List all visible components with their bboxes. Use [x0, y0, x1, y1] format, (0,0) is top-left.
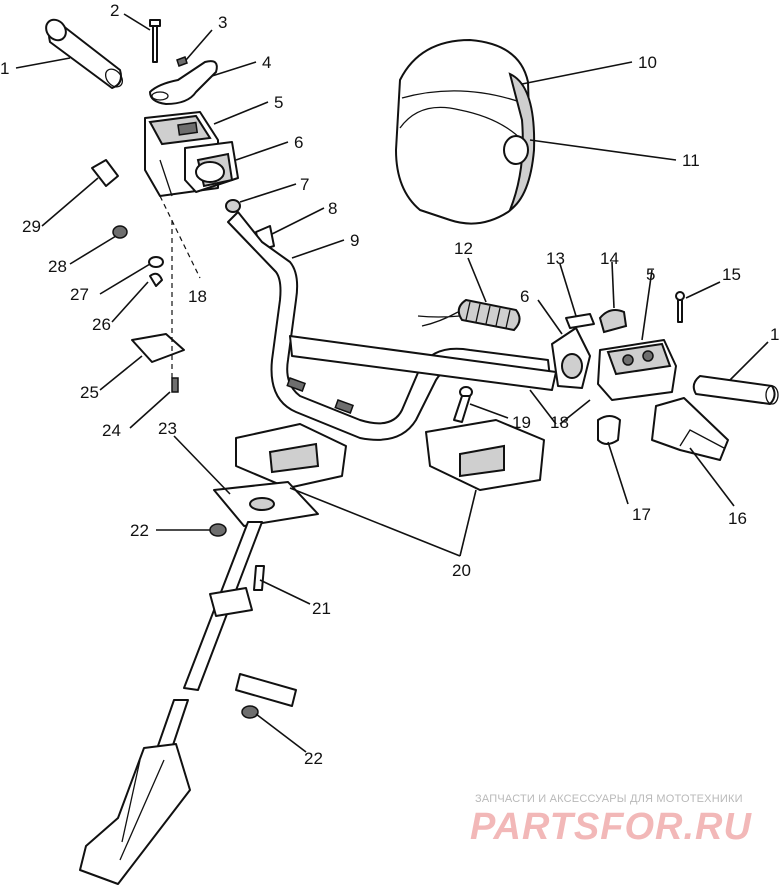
headlight-pod	[395, 39, 536, 225]
callout-18-right: 18	[550, 413, 569, 432]
watermark-caption: ЗАПЧАСТИ И АКСЕССУАРЫ ДЛЯ МОТОТЕХНИКИ	[475, 793, 743, 805]
callout-5-left: 5	[274, 93, 283, 112]
spacer-tube	[235, 673, 297, 707]
callout-23: 23	[158, 419, 177, 438]
clip-26	[149, 272, 163, 287]
grommet-28	[112, 225, 128, 239]
switch-14	[598, 309, 628, 334]
callout-1-left: 1	[0, 59, 9, 78]
right-switch-housing	[551, 327, 677, 401]
callout-13: 13	[546, 249, 565, 268]
callout-1-right: 1	[770, 325, 779, 344]
upper-clamp-20	[425, 419, 545, 491]
nut-22-lower	[241, 705, 259, 719]
steering-post	[79, 521, 263, 885]
callout-24: 24	[102, 421, 121, 440]
bushing-7	[225, 199, 241, 213]
screw-15	[675, 291, 685, 323]
callout-29: 29	[22, 217, 41, 236]
callout-19: 19	[512, 413, 531, 432]
callout-21: 21	[312, 599, 331, 618]
leader-lines	[15, 13, 769, 753]
callout-27: 27	[70, 285, 89, 304]
clip-17	[597, 415, 621, 445]
callout-4: 4	[262, 53, 271, 72]
callout-9: 9	[350, 231, 359, 250]
callout-15: 15	[722, 265, 741, 284]
callout-28: 28	[48, 257, 67, 276]
callout-20: 20	[452, 561, 471, 580]
bolt-21	[253, 565, 265, 591]
nut-22-upper	[209, 523, 227, 537]
callout-3: 3	[218, 13, 227, 32]
left-grip	[45, 18, 124, 89]
callout-14: 14	[600, 249, 619, 268]
bracket-25	[131, 333, 185, 363]
throttle-lever	[149, 60, 218, 105]
grip-heater	[417, 298, 521, 332]
nut-3	[176, 56, 188, 67]
callout-5-right: 5	[646, 265, 655, 284]
callout-12: 12	[454, 239, 473, 258]
throttle-screw	[149, 19, 161, 63]
left-throttle-housing	[144, 111, 239, 197]
callout-11: 11	[682, 151, 700, 170]
screw-19	[453, 386, 473, 423]
screw-24	[171, 377, 179, 393]
callout-22-lower: 22	[304, 749, 323, 768]
callout-8: 8	[328, 199, 337, 218]
callout-16: 16	[728, 509, 747, 528]
callout-10: 10	[638, 53, 657, 72]
callout-6-right: 6	[520, 287, 529, 306]
callout-25: 25	[80, 383, 99, 402]
callout-2: 2	[110, 1, 119, 20]
callout-22-upper: 22	[130, 521, 149, 540]
gasket-13	[565, 313, 595, 329]
switch-29	[91, 159, 119, 187]
callout-labels: 1 2 3 4 5 6 7 8 9 10 11 12 13 14 5 15 1 …	[0, 1, 779, 768]
washer-27	[148, 256, 164, 268]
lower-clamp-20	[235, 423, 347, 489]
callout-6-left: 6	[294, 133, 303, 152]
callout-26: 26	[92, 315, 111, 334]
watermark-logo: PARTSFOR.RU	[470, 806, 752, 848]
callout-18-left: 18	[188, 287, 207, 306]
right-grip	[692, 375, 779, 405]
callout-17: 17	[632, 505, 651, 524]
callout-7: 7	[300, 175, 309, 194]
handlebar	[227, 211, 557, 441]
brake-lever-16	[651, 397, 729, 461]
